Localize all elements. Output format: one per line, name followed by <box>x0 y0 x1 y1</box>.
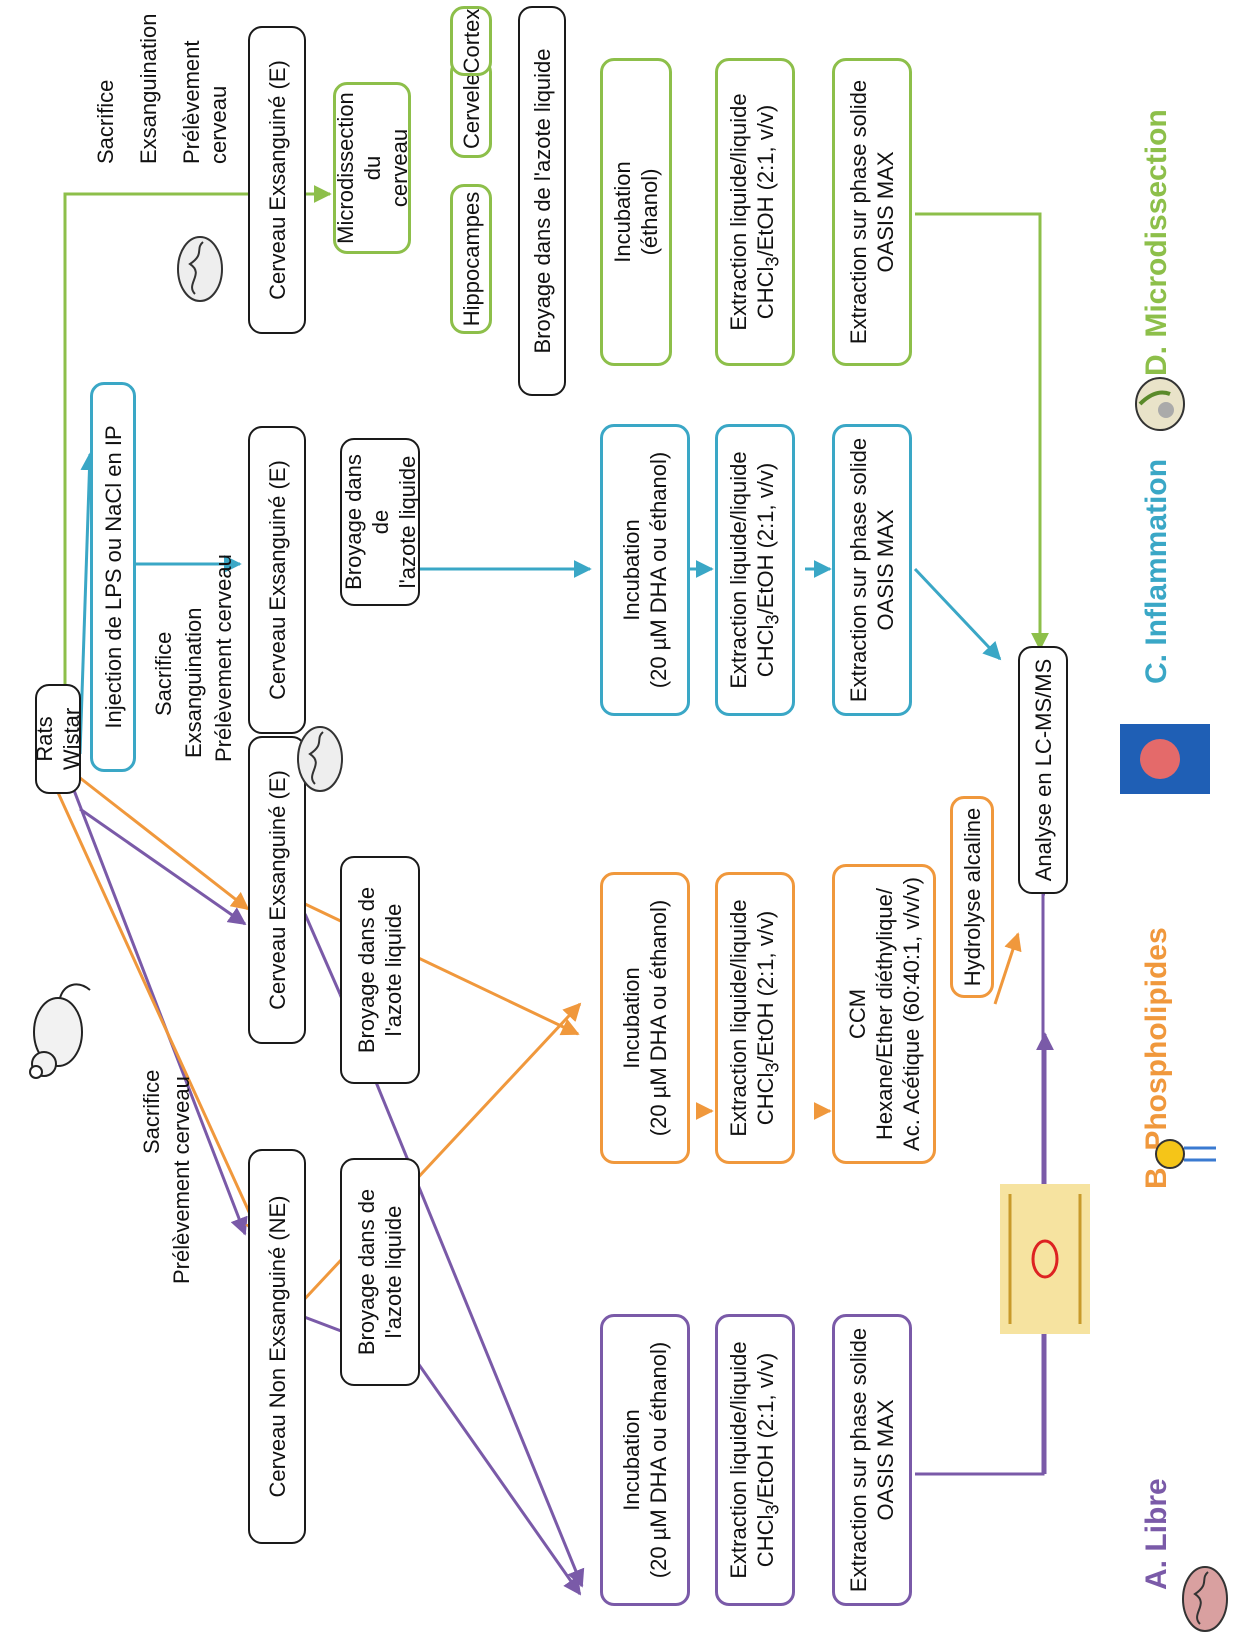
node-analyse: Analyse en LC-MS/MS <box>1018 646 1068 894</box>
arrow-rats-to-e-o <box>74 772 250 911</box>
node-extraction-a: Extraction liquide/liquide CHCl3/EtOH (2… <box>715 1314 795 1606</box>
label-d-exsanguination: Exsanguination <box>136 13 161 164</box>
node-incubation-a: Incubation(20 µM DHA ou éthanol) <box>600 1314 690 1606</box>
brain-icon-d <box>177 236 223 302</box>
arrow-rats-to-injection <box>78 452 99 755</box>
label-d-sacrifice: Sacrifice <box>93 79 118 164</box>
connectors-blue <box>78 452 1002 755</box>
arrow-spe-c-to-analyse <box>913 567 1002 661</box>
node-incubation-b: Incubation(20 µM DHA ou éthanol) <box>600 872 690 1164</box>
arrow-rats-to-ne <box>58 753 248 1236</box>
label-c-prelevement: Prélèvement cerveau <box>211 554 236 762</box>
arrow-rats-to-e-ab <box>79 807 247 926</box>
node-injection: Injection de LPS ou NaCl en IP <box>90 382 136 772</box>
label-c-exsanguination: Exsanguination <box>181 607 206 758</box>
arrow-broyage-ne-to-inc-a <box>413 1358 582 1596</box>
panel-title-a: A. Libre <box>1140 1478 1173 1590</box>
node-extraction-b: Extraction liquide/liquide CHCl3/EtOH (2… <box>715 872 795 1164</box>
panel-title-c: C. Inflammation <box>1140 458 1173 684</box>
node-cerveau-ne: Cerveau Non Exsanguiné (NE) <box>248 1149 306 1544</box>
node-broyage-d: Broyage dans de l'azote liquide <box>518 6 566 396</box>
node-rats-wistar: Rats Wistar <box>32 684 84 794</box>
dissected-brain-icon <box>1135 377 1185 431</box>
rat-icon <box>29 983 91 1079</box>
connectors-green <box>63 185 1049 754</box>
arrow-broyage-e-to-inc-a <box>338 993 585 1588</box>
arrow-rats-to-e-d <box>63 185 332 754</box>
label-d-prelevement-1: Prélèvement <box>179 40 204 164</box>
node-hippocampes: Hippocampes <box>450 184 492 334</box>
arrow-e-to-broyage <box>303 913 342 995</box>
label-ab-sacrifice: Sacrifice <box>139 1069 164 1154</box>
node-cerveau-e-c: Cerveau Exsanguiné (E) <box>248 426 306 734</box>
arrow-hydrolyse-to-analyse <box>993 932 1022 1005</box>
node-cortex: Cortex <box>450 6 492 76</box>
node-extraction-c: Extraction liquide/liquide CHCl3/EtOH (2… <box>715 424 795 716</box>
membrane-icon <box>1000 1184 1090 1334</box>
label-c-sacrifice: Sacrifice <box>151 631 176 716</box>
node-incubation-d: Incubation(éthanol) <box>600 58 672 366</box>
node-incubation-c: Incubation(20 µM DHA ou éthanol) <box>600 424 690 716</box>
node-extraction-d: Extraction liquide/liquide CHCl3/EtOH (2… <box>715 58 795 366</box>
arrow-rats-to-ne-o <box>43 763 262 1238</box>
node-cerveau-e-d: Cerveau Exsanguiné (E) <box>248 26 306 334</box>
label-d-prelevement-2: cerveau <box>206 85 231 164</box>
arrow-spe-d-to-analyse <box>915 212 1049 651</box>
phospholipid-icon <box>1155 1139 1216 1169</box>
panel-title-d: D. Microdissection <box>1140 109 1173 376</box>
brain-icon <box>1182 1566 1228 1632</box>
brain-icon-c <box>297 726 343 792</box>
node-hydrolyse: Hydrolyse alcaline <box>950 796 994 998</box>
head-scan-icon <box>1120 724 1210 794</box>
label-ab-prelevement: Prélèvement cerveau <box>169 1076 194 1284</box>
